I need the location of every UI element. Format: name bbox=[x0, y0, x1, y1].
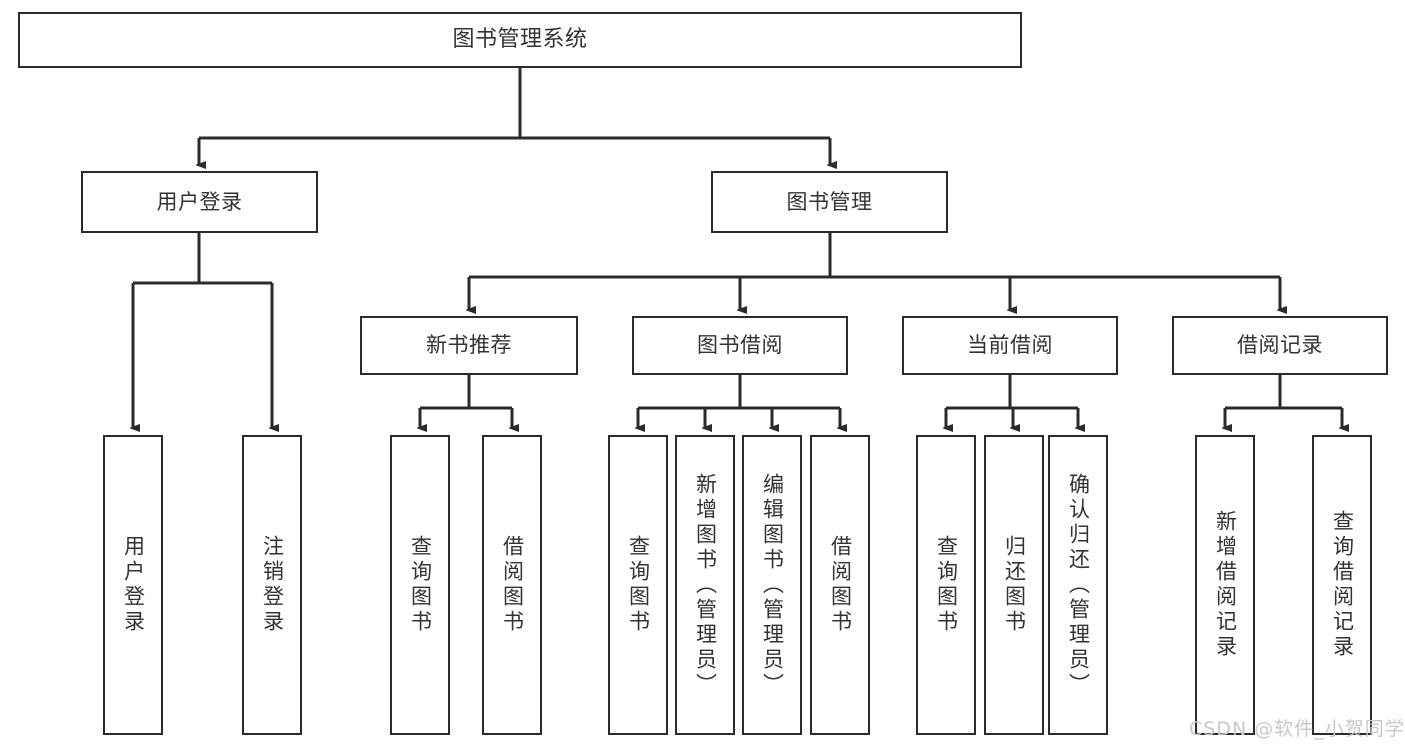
node-book-management[interactable]: 图书管理 bbox=[711, 171, 948, 233]
leaf-book-borrow-query[interactable]: 查询图书 bbox=[608, 435, 668, 735]
leaf-user-login-logout-label: 注销登录 bbox=[260, 535, 285, 635]
leaf-book-borrow-edit[interactable]: 编辑图书（管理员） bbox=[742, 435, 802, 735]
leaf-new-book-query[interactable]: 查询图书 bbox=[390, 435, 450, 735]
leaf-user-login-login-label: 用户登录 bbox=[121, 535, 146, 635]
leaf-borrow-record-add[interactable]: 新增借阅记录 bbox=[1195, 435, 1255, 735]
node-borrow-record[interactable]: 借阅记录 bbox=[1172, 316, 1388, 375]
leaf-book-borrow-borrow[interactable]: 借阅图书 bbox=[810, 435, 870, 735]
csdn-watermark: CSDN @软件_小贺同学 bbox=[1189, 718, 1405, 740]
node-current-borrow-label: 当前借阅 bbox=[967, 333, 1053, 358]
leaf-current-borrow-query[interactable]: 查询图书 bbox=[916, 435, 976, 735]
leaf-user-login-login[interactable]: 用户登录 bbox=[103, 435, 163, 735]
leaf-borrow-record-add-label: 新增借阅记录 bbox=[1213, 510, 1238, 660]
node-book-borrow[interactable]: 图书借阅 bbox=[632, 316, 848, 375]
node-new-book-recommend-label: 新书推荐 bbox=[426, 333, 512, 358]
leaf-book-borrow-edit-label: 编辑图书（管理员） bbox=[760, 472, 785, 698]
leaf-user-login-logout[interactable]: 注销登录 bbox=[242, 435, 302, 735]
leaf-current-borrow-return[interactable]: 归还图书 bbox=[984, 435, 1044, 735]
leaf-book-borrow-query-label: 查询图书 bbox=[626, 535, 651, 635]
node-user-login-label: 用户登录 bbox=[156, 189, 243, 214]
leaf-borrow-record-query-label: 查询借阅记录 bbox=[1330, 510, 1355, 660]
leaf-new-book-borrow[interactable]: 借阅图书 bbox=[482, 435, 542, 735]
leaf-new-book-borrow-label: 借阅图书 bbox=[500, 535, 525, 635]
leaf-book-borrow-add-label: 新增图书（管理员） bbox=[693, 472, 718, 698]
leaf-book-borrow-add[interactable]: 新增图书（管理员） bbox=[675, 435, 735, 735]
leaf-current-borrow-return-label: 归还图书 bbox=[1002, 535, 1027, 635]
leaf-borrow-record-query[interactable]: 查询借阅记录 bbox=[1312, 435, 1372, 735]
node-new-book-recommend[interactable]: 新书推荐 bbox=[360, 316, 578, 375]
leaf-current-borrow-confirm-label: 确认归还（管理员） bbox=[1066, 472, 1091, 698]
node-user-login[interactable]: 用户登录 bbox=[81, 171, 318, 233]
leaf-book-borrow-borrow-label: 借阅图书 bbox=[828, 535, 853, 635]
leaf-new-book-query-label: 查询图书 bbox=[408, 535, 433, 635]
leaf-current-borrow-query-label: 查询图书 bbox=[934, 535, 959, 635]
node-borrow-record-label: 借阅记录 bbox=[1237, 333, 1323, 358]
node-root-system[interactable]: 图书管理系统 bbox=[18, 12, 1022, 68]
node-current-borrow[interactable]: 当前借阅 bbox=[902, 316, 1118, 375]
node-root-label: 图书管理系统 bbox=[452, 27, 588, 53]
leaf-current-borrow-confirm[interactable]: 确认归还（管理员） bbox=[1048, 435, 1108, 735]
node-book-borrow-label: 图书借阅 bbox=[697, 333, 783, 358]
node-book-management-label: 图书管理 bbox=[786, 189, 873, 214]
